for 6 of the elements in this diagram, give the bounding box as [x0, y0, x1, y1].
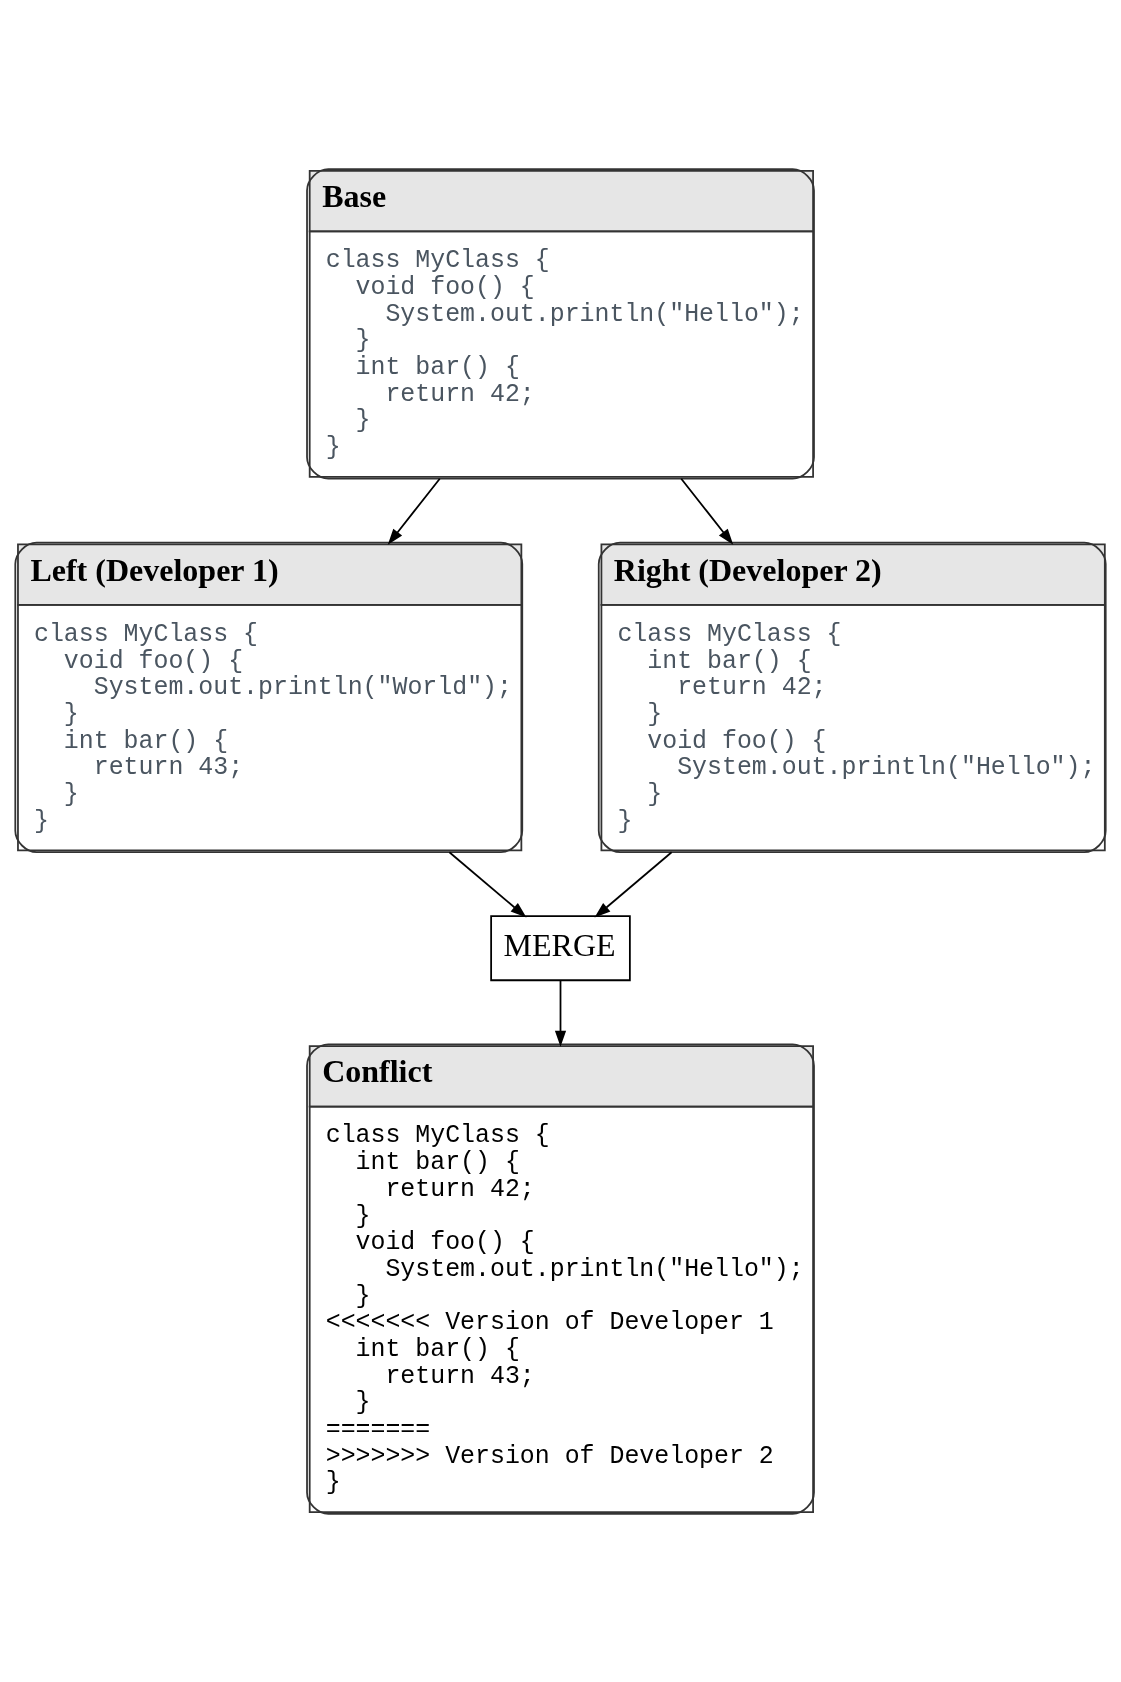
arrow	[554, 979, 567, 1047]
arrow	[594, 850, 673, 918]
node-box: MERGE	[490, 914, 631, 981]
arrow	[387, 477, 441, 545]
arrow	[448, 850, 527, 918]
arrow	[680, 477, 734, 545]
